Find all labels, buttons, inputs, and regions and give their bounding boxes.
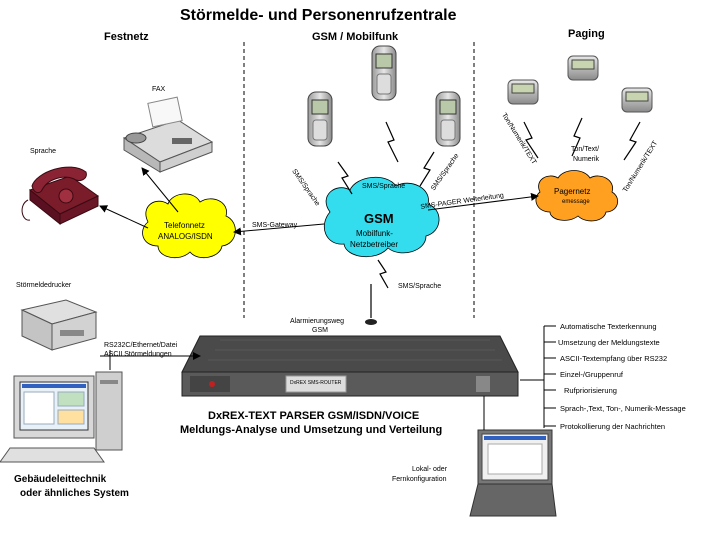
sms-sprache-down-label: SMS/Sprache bbox=[398, 283, 442, 290]
feature-item: Umsetzung der Meldungstexte bbox=[558, 338, 660, 347]
lightning-icon bbox=[337, 161, 353, 195]
arrow-sms-gateway bbox=[233, 223, 325, 236]
lightning-icon bbox=[377, 259, 389, 289]
alarm-path-label-line2: GSM bbox=[312, 327, 328, 334]
pager-icon bbox=[567, 55, 599, 81]
telephone-icon bbox=[21, 166, 99, 226]
rs232-label-line1: RS232C/Ethernet/Datei bbox=[104, 342, 178, 349]
fax-icon bbox=[122, 96, 214, 173]
telefonnetz-label-line2: ANALOG/ISDN bbox=[158, 232, 213, 241]
laptop-label-line1: Lokal- oder bbox=[412, 466, 448, 473]
mobile-phone-icon bbox=[307, 91, 333, 147]
lightning-icon bbox=[623, 121, 641, 161]
lightning-icon bbox=[571, 117, 583, 157]
lightning-icon bbox=[385, 121, 399, 163]
pager-icon bbox=[621, 87, 653, 113]
pagernetz-label-line2: emessage bbox=[562, 199, 590, 205]
arrow-to-phone bbox=[99, 205, 149, 229]
router-front-label: DxREX SMS-ROUTER bbox=[290, 380, 342, 386]
printer-label: Störmeldedrucker bbox=[16, 282, 72, 289]
section-gsm: GSM / Mobilfunk bbox=[312, 31, 399, 43]
pager-icon bbox=[507, 79, 539, 105]
lightning-icon bbox=[523, 121, 539, 159]
mobile-phone-icon bbox=[371, 45, 397, 101]
lightning-icon bbox=[419, 151, 435, 187]
gsm-cloud bbox=[324, 177, 440, 257]
pagernetz-cloud bbox=[535, 170, 619, 222]
pager-mode-mid-line1: Ton/Text/ bbox=[571, 146, 600, 153]
router-icon bbox=[181, 335, 519, 397]
desktop-computer-icon bbox=[0, 371, 123, 463]
feature-item: Protokollierung der Nachrichten bbox=[560, 422, 666, 431]
arrow-to-fax bbox=[141, 167, 179, 213]
alarm-path-label-line1: Alarmierungsweg bbox=[290, 318, 345, 325]
feature-item: Rufpriorisierung bbox=[564, 386, 617, 395]
laptop-label-line2: Fernkonfiguration bbox=[392, 476, 447, 483]
router-caption-line1: DxREX-TEXT PARSER GSM/ISDN/VOICE bbox=[208, 410, 420, 422]
telefonnetz-label-line1: Telefonnetz bbox=[164, 221, 205, 230]
mobile-phone-icon bbox=[435, 91, 461, 147]
feature-item: Automatische Texterkennung bbox=[560, 322, 657, 331]
gsm-cloud-line2: Netzbetreiber bbox=[350, 240, 399, 249]
antenna-icon bbox=[365, 284, 377, 325]
printer-icon bbox=[20, 299, 98, 351]
feature-item: Einzel-/Gruppenruf bbox=[560, 370, 623, 379]
gsm-cloud-line1: Mobilfunk- bbox=[356, 229, 393, 238]
laptop-icon bbox=[469, 429, 557, 517]
sms-gateway-label: SMS-Gateway bbox=[252, 222, 298, 229]
diagram-title: Störmelde- und Personenrufzentrale bbox=[180, 7, 457, 24]
arrow-sms-pager bbox=[427, 192, 539, 211]
feature-item: Sprach-,Text, Ton-, Numerik-Message bbox=[560, 404, 686, 413]
sprache-label: Sprache bbox=[30, 148, 57, 155]
pager-mode-mid-line2: Numerik bbox=[573, 156, 600, 163]
section-festnetz: Festnetz bbox=[104, 31, 149, 43]
section-paging: Paging bbox=[568, 28, 605, 40]
pagernetz-label-line1: Pagernetz bbox=[554, 187, 591, 196]
sms-sprache-mid-label: SMS/Sprache bbox=[362, 183, 406, 190]
rs232-label-line2: ASCII Störmeldungen bbox=[104, 351, 172, 358]
feature-bracket bbox=[520, 325, 556, 428]
feature-item: ASCII-Textempfang über RS232 bbox=[560, 354, 668, 363]
fax-label: FAX bbox=[152, 86, 166, 93]
gsm-cloud-title: GSM bbox=[364, 211, 394, 226]
router-caption-line2: Meldungs-Analyse und Umsetzung und Verte… bbox=[180, 424, 443, 436]
building-label-line1: Gebäudeleittechnik bbox=[14, 474, 107, 485]
building-label-line2: oder ähnliches System bbox=[20, 488, 129, 499]
